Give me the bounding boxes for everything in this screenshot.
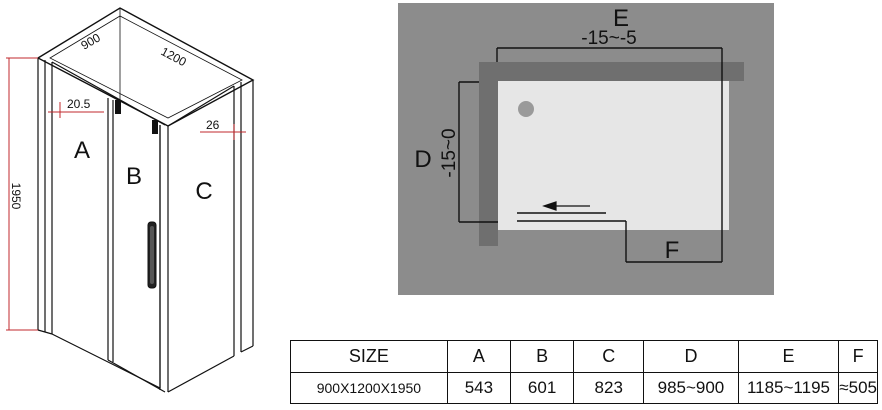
label-range-top: -15~-5 — [581, 28, 636, 49]
left-gap-dimension — [48, 102, 104, 118]
outline-d — [458, 81, 498, 223]
label-range-left: -15~0 — [439, 128, 460, 177]
front-frame-bottom-2 — [107, 359, 166, 393]
header-b: B — [509, 339, 575, 374]
roller-left — [115, 100, 121, 114]
header-d: D — [643, 339, 739, 374]
cell-f: ≈505 — [838, 372, 878, 404]
slide-arrow — [542, 201, 590, 211]
dim-height-label: 1950 — [9, 183, 23, 210]
cell-a: 543 — [446, 372, 512, 404]
back-wall — [479, 62, 744, 81]
label-f: F — [665, 237, 680, 264]
table-header-row: SIZE A B C D E F — [290, 339, 878, 374]
dim-width-label: 1200 — [159, 44, 189, 69]
cell-e: 1185~1195 — [737, 372, 840, 404]
drain — [518, 101, 534, 117]
side-frame-top — [167, 85, 235, 127]
outline-e — [496, 47, 723, 80]
shower-tray — [497, 80, 729, 230]
top-frame-inner — [49, 15, 243, 119]
panel-b-label: B — [126, 163, 142, 190]
header-c: C — [573, 339, 645, 374]
side-wall — [479, 62, 498, 246]
header-f: F — [838, 339, 878, 374]
header-a: A — [446, 339, 512, 374]
right-gap-dimension — [200, 124, 246, 140]
dim-depth-label: 900 — [79, 30, 104, 52]
header-e: E — [737, 339, 840, 374]
roller-right — [152, 120, 158, 134]
cell-b: 601 — [509, 372, 575, 404]
label-d: D — [414, 146, 431, 173]
cell-c: 823 — [573, 372, 645, 404]
table-row: 900X1200X1950 543 601 823 985~900 1185~1… — [290, 372, 878, 404]
right-profile-bottom — [240, 345, 254, 353]
panel-a-label: A — [74, 137, 90, 164]
panel-c-label: C — [195, 178, 212, 205]
front-glass — [517, 80, 723, 263]
left-gap-label: 20.5 — [67, 97, 91, 111]
dimension-table: SIZE A B C D E F 900X1200X1950 543 601 8… — [290, 339, 878, 404]
plan-view: E -15~-5 D -15~0 F — [398, 3, 774, 295]
cell-size: 900X1200X1950 — [290, 372, 448, 404]
door-handle-inner — [150, 226, 154, 284]
right-gap-label: 26 — [206, 118, 220, 132]
height-dimension — [6, 57, 38, 331]
front-frame-top — [51, 61, 166, 126]
label-e: E — [613, 5, 629, 32]
cell-d: 985~900 — [643, 372, 739, 404]
enclosure-drawing — [36, 7, 255, 393]
side-frame-bottom — [167, 355, 235, 393]
left-profile-bottom — [37, 329, 53, 335]
header-size: SIZE — [290, 339, 448, 374]
